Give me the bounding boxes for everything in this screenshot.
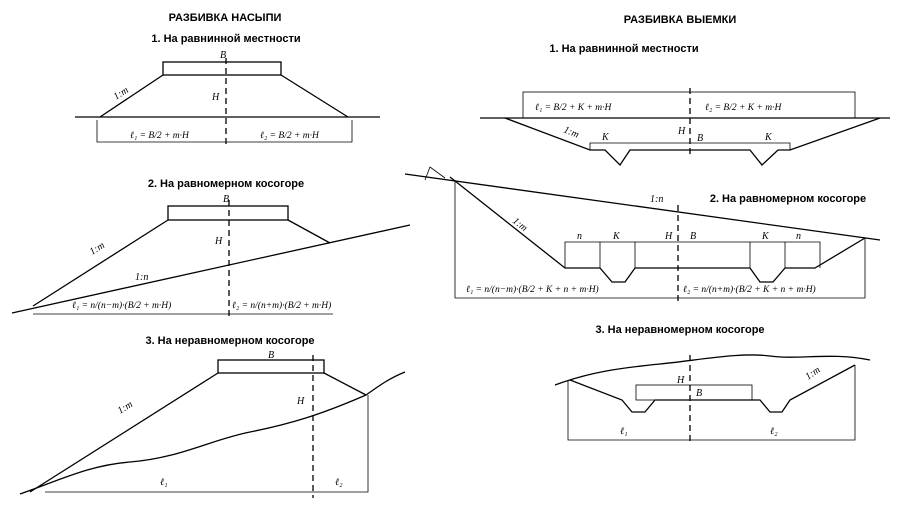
fill-case1-title: 1. На равнинной местности [151, 33, 300, 45]
fill-case3-subgrade [217, 359, 325, 374]
cut-case1-l2-formula: ℓ₂ = B/2 + K + m·H [705, 103, 783, 113]
cut-case3-l2-label: ℓ₂ [770, 426, 778, 437]
fill-case2-ground-slope-label: 1:n [135, 272, 148, 283]
cut-case2-cut-profile [449, 176, 866, 283]
fill-case1-left-slope [99, 74, 164, 118]
fill-case3-left-slope [29, 372, 219, 493]
fill-case2-slope-label: 1:m [88, 240, 107, 258]
fill-case3-dimension [45, 395, 369, 493]
fill-case2-left-slope [32, 219, 169, 307]
fill-case3-l1-label: ℓ₁ [160, 477, 168, 488]
cut-case2-h-label: H [664, 231, 673, 242]
cut-case2-slope-label: 1:m [510, 216, 529, 234]
cut-case2-bottom-dimension [454, 180, 866, 299]
cut-case3-ground [554, 354, 871, 386]
cut-case2-staking-mark [424, 166, 446, 181]
cut-case1-title: 1. На равнинной местности [549, 43, 698, 55]
fill-case2-b-label: B [223, 194, 229, 205]
fill-case3-title: 3. На неравномерном косогоре [145, 335, 314, 347]
cut-case3-b-label: B [696, 388, 702, 399]
fill-case1-subgrade [162, 61, 282, 76]
cut-case2-top-dimension [564, 241, 821, 268]
cut-case3-figure: 3. На неравномерном косогоре H B 1:m ℓ₁ … [554, 324, 871, 445]
fill-case3-slope-label: 1:m [116, 399, 135, 417]
cut-case2-l1-formula: ℓ₁ = n/(n−m)·(B/2 + K + n + m·H) [466, 284, 599, 295]
cut-case1-h-label: H [677, 126, 686, 137]
cut-case2-title: 2. На равномерном косогоре [710, 193, 866, 205]
fill-case3-b-label: B [268, 350, 274, 361]
cut-case2-ground [404, 173, 881, 241]
cut-case1-k-left: K [601, 132, 610, 143]
cut-case3-h-label: H [676, 375, 685, 386]
fill-case2-title: 2. На равномерном косогоре [148, 178, 304, 190]
fill-case2-l2-formula: ℓ₂ = n/(n+m)·(B/2 + m·H) [232, 300, 331, 311]
fill-case2-subgrade [167, 205, 289, 221]
fill-case3-h-label: H [296, 396, 305, 407]
fill-heading: РАЗБИВКА НАСЫПИ [169, 12, 282, 24]
fill-case3-figure: 3. На неравномерном косогоре B H 1:m ℓ₁ … [19, 335, 406, 498]
fill-case1-figure: 1. На равнинной местности B H 1:m ℓ₁ = B… [75, 33, 380, 148]
cut-case2-k-left: K [612, 231, 621, 242]
fill-case3-l2-label: ℓ₂ [335, 477, 343, 488]
cut-case1-cut-profile [504, 117, 881, 167]
cut-case2-n-right: n [796, 231, 801, 242]
fill-case3-ground [19, 371, 406, 495]
fill-case2-figure: 2. На равномерном косогоре B H 1:m 1:n ℓ… [11, 178, 411, 318]
fill-case3-right-slope [323, 372, 367, 396]
cut-case1-k-right: K [764, 132, 773, 143]
cut-case1-b-label: B [697, 133, 703, 144]
cut-case3-l1-label: ℓ₁ [620, 426, 628, 437]
fill-case2-right-slope [287, 219, 331, 244]
cut-case1-figure: 1. На равнинной местности ℓ₁ = B/2 + K +… [480, 43, 890, 167]
cut-case3-platform-box [635, 384, 753, 401]
fill-case1-right-slope [280, 74, 349, 118]
fill-case1-h-label: H [211, 92, 220, 103]
cut-heading: РАЗБИВКА ВЫЕМКИ [624, 14, 737, 26]
cut-case1-slope-label: 1:m [562, 125, 581, 141]
cut-case3-title: 3. На неравномерном косогоре [595, 324, 764, 336]
cut-case3-dimension [567, 365, 856, 441]
fill-case1-l1-formula: ℓ₁ = B/2 + m·H [130, 131, 190, 141]
fill-case1-b-label: B [220, 50, 226, 61]
cut-case2-n-left: n [577, 231, 582, 242]
cut-case2-l2-formula: ℓ₂ = n/(n+m)·(B/2 + K + n + m·H) [683, 284, 816, 295]
cut-case2-b-label: B [690, 231, 696, 242]
cut-case2-ground-slope-label: 1:n [650, 194, 663, 205]
cut-case3-slope-label: 1:m [803, 365, 822, 383]
cut-case2-k-right: K [761, 231, 770, 242]
cut-case2-figure: 2. На равномерном косогоре n K H B K n 1… [404, 166, 881, 302]
fill-case2-l1-formula: ℓ₁ = n/(n−m)·(B/2 + m·H) [72, 300, 171, 311]
fill-case1-dimension [96, 120, 353, 143]
fill-case2-ground [11, 224, 411, 314]
fill-case1-l2-formula: ℓ₂ = B/2 + m·H [260, 131, 320, 141]
fill-case2-h-label: H [214, 236, 223, 247]
fill-case1-slope-label: 1:m [112, 85, 131, 103]
cut-case1-l1-formula: ℓ₁ = B/2 + K + m·H [535, 103, 613, 113]
